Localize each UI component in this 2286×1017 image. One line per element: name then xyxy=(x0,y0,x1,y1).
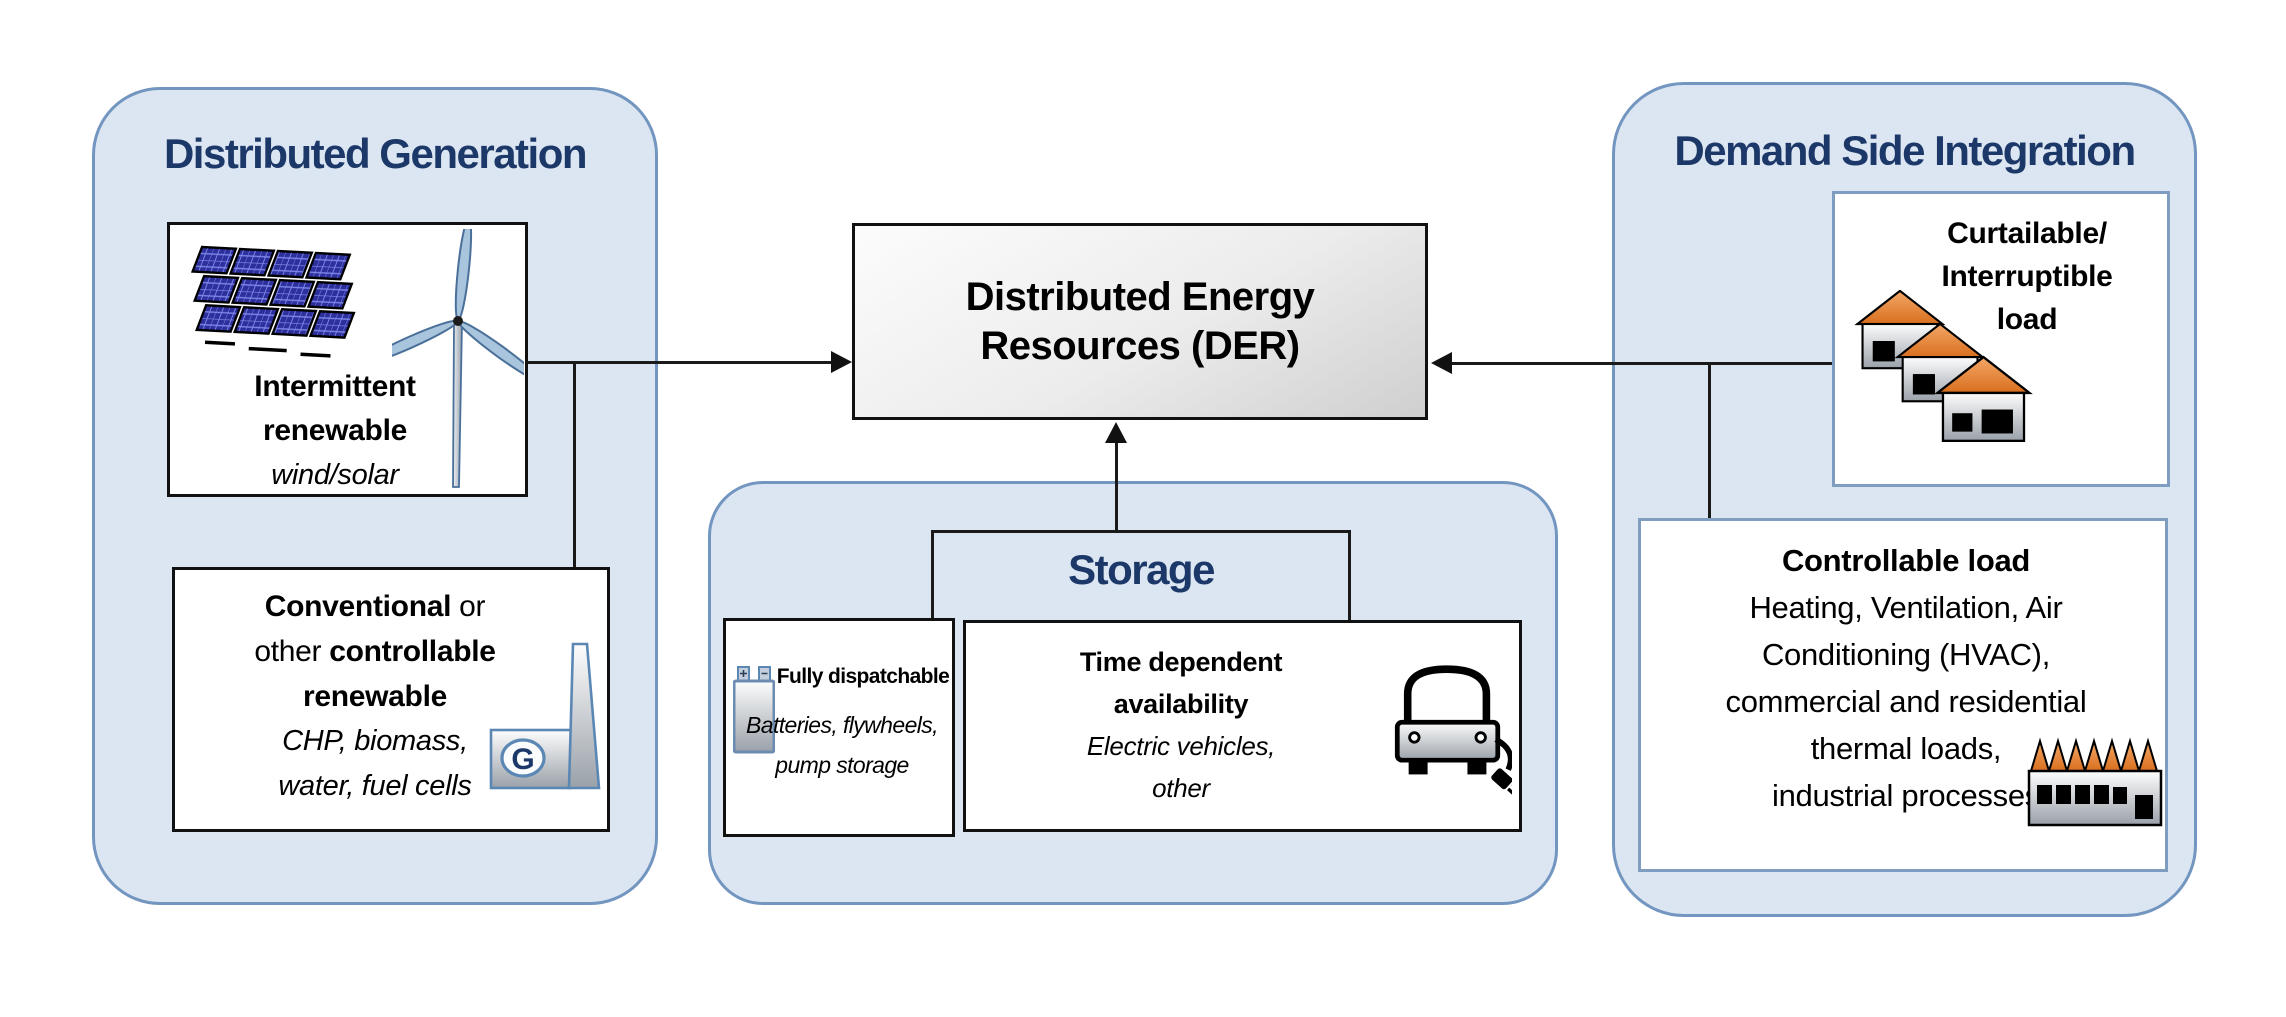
controllable-line-4: thermal loads, xyxy=(1810,731,2002,766)
time-dependent-line2: availability xyxy=(1113,689,1249,719)
fully-dispatchable-box: Fully dispatchable Batteries, flywheels,… xyxy=(723,618,955,837)
controllable-line-5: industrial processes xyxy=(1772,778,2040,813)
factory-icon xyxy=(2027,737,2163,827)
der-line1: Distributed Energy xyxy=(965,274,1315,319)
curtailable-line1: Curtailable/ xyxy=(1947,217,2107,250)
time-dependent-sub2: other xyxy=(1152,773,1210,803)
conventional-line1-rest: or xyxy=(451,590,486,623)
fully-dispatchable-sub1: Batteries, flywheels, xyxy=(746,712,939,738)
wind-turbine-icon xyxy=(392,229,524,488)
conventional-sub2: water, fuel cells xyxy=(278,770,472,802)
dsi-branch-line xyxy=(1708,363,1711,520)
controllable-line-2: Conditioning (HVAC), xyxy=(1761,637,2051,672)
controllable-line-3: commercial and residential xyxy=(1725,684,2087,719)
conventional-line2: other controllable xyxy=(175,629,575,674)
dg-to-der-line xyxy=(528,361,836,364)
generator-letter: G xyxy=(511,743,534,776)
curtailable-line2: Interruptible xyxy=(1941,260,2113,293)
dg-branch-line xyxy=(573,362,576,567)
intermittent-subtitle: wind/solar xyxy=(271,459,399,491)
controllable-load-label: Controllable load Heating, Ventilation, … xyxy=(1641,537,2171,819)
storage-bracket-left-line xyxy=(931,531,934,620)
fully-dispatchable-sub2: pump storage xyxy=(775,752,909,778)
intermittent-line2: renewable xyxy=(262,414,408,447)
conventional-line2-bold: controllable xyxy=(329,635,496,668)
time-dependent-box: Time dependent availability Electric veh… xyxy=(963,620,1522,832)
intermittent-renewable-box: Intermittent renewable wind/solar xyxy=(167,222,528,497)
fully-dispatchable-title: Fully dispatchable xyxy=(776,665,950,688)
curtailable-line3: load xyxy=(1996,303,2058,336)
controllable-title: Controllable load xyxy=(1781,543,2031,578)
conventional-line2-pre: other xyxy=(254,635,330,668)
controllable-load-box: Controllable load Heating, Ventilation, … xyxy=(1638,518,2168,872)
dsi-to-der-line xyxy=(1450,362,1832,365)
intermittent-renewable-label: Intermittent renewable wind/solar xyxy=(170,365,500,497)
curtailable-load-box: Curtailable/ Interruptible load xyxy=(1832,191,2170,487)
solar-panels-icon xyxy=(190,245,356,358)
der-box-label: Distributed Energy Resources (DER) xyxy=(966,273,1315,371)
storage-to-der-line xyxy=(1115,441,1118,533)
intermittent-line1: Intermittent xyxy=(254,370,416,403)
conventional-renewable-label: Conventional or other controllable renew… xyxy=(175,584,575,809)
time-dependent-line1: Time dependent xyxy=(1079,647,1283,677)
der-box: Distributed Energy Resources (DER) xyxy=(852,223,1428,420)
demand-side-integration-title: Demand Side Integration xyxy=(1674,127,2136,174)
battery-icon xyxy=(733,666,775,754)
conventional-line1: Conventional or xyxy=(175,584,575,629)
distributed-generation-title: Distributed Generation xyxy=(163,130,588,177)
storage-bracket-top-line xyxy=(931,530,1351,533)
controllable-line-1: Heating, Ventilation, Air xyxy=(1749,590,2063,625)
dsi-to-der-arrowhead-icon xyxy=(1431,352,1452,374)
dg-to-der-arrowhead-icon xyxy=(831,351,852,373)
conventional-sub1: CHP, biomass, xyxy=(282,725,468,757)
fully-dispatchable-subtitle: Batteries, flywheels, pump storage xyxy=(726,705,958,785)
storage-bracket-right-line xyxy=(1348,531,1351,622)
curtailable-load-label: Curtailable/ Interruptible load xyxy=(1887,212,2167,341)
der-line2: Resources (DER) xyxy=(980,323,1300,368)
conventional-line3: renewable xyxy=(302,680,448,713)
houses-icon xyxy=(1856,290,2033,443)
storage-to-der-arrowhead-icon xyxy=(1105,422,1127,443)
time-dependent-sub1: Electric vehicles, xyxy=(1086,731,1276,761)
conventional-renewable-box: Conventional or other controllable renew… xyxy=(172,567,610,832)
chimney-generator-icon: G xyxy=(489,642,601,790)
conventional-line1-bold: Conventional xyxy=(264,590,452,623)
storage-title: Storage xyxy=(1068,546,1215,593)
time-dependent-label: Time dependent availability Electric veh… xyxy=(966,641,1396,809)
ev-car-icon xyxy=(1394,665,1512,796)
